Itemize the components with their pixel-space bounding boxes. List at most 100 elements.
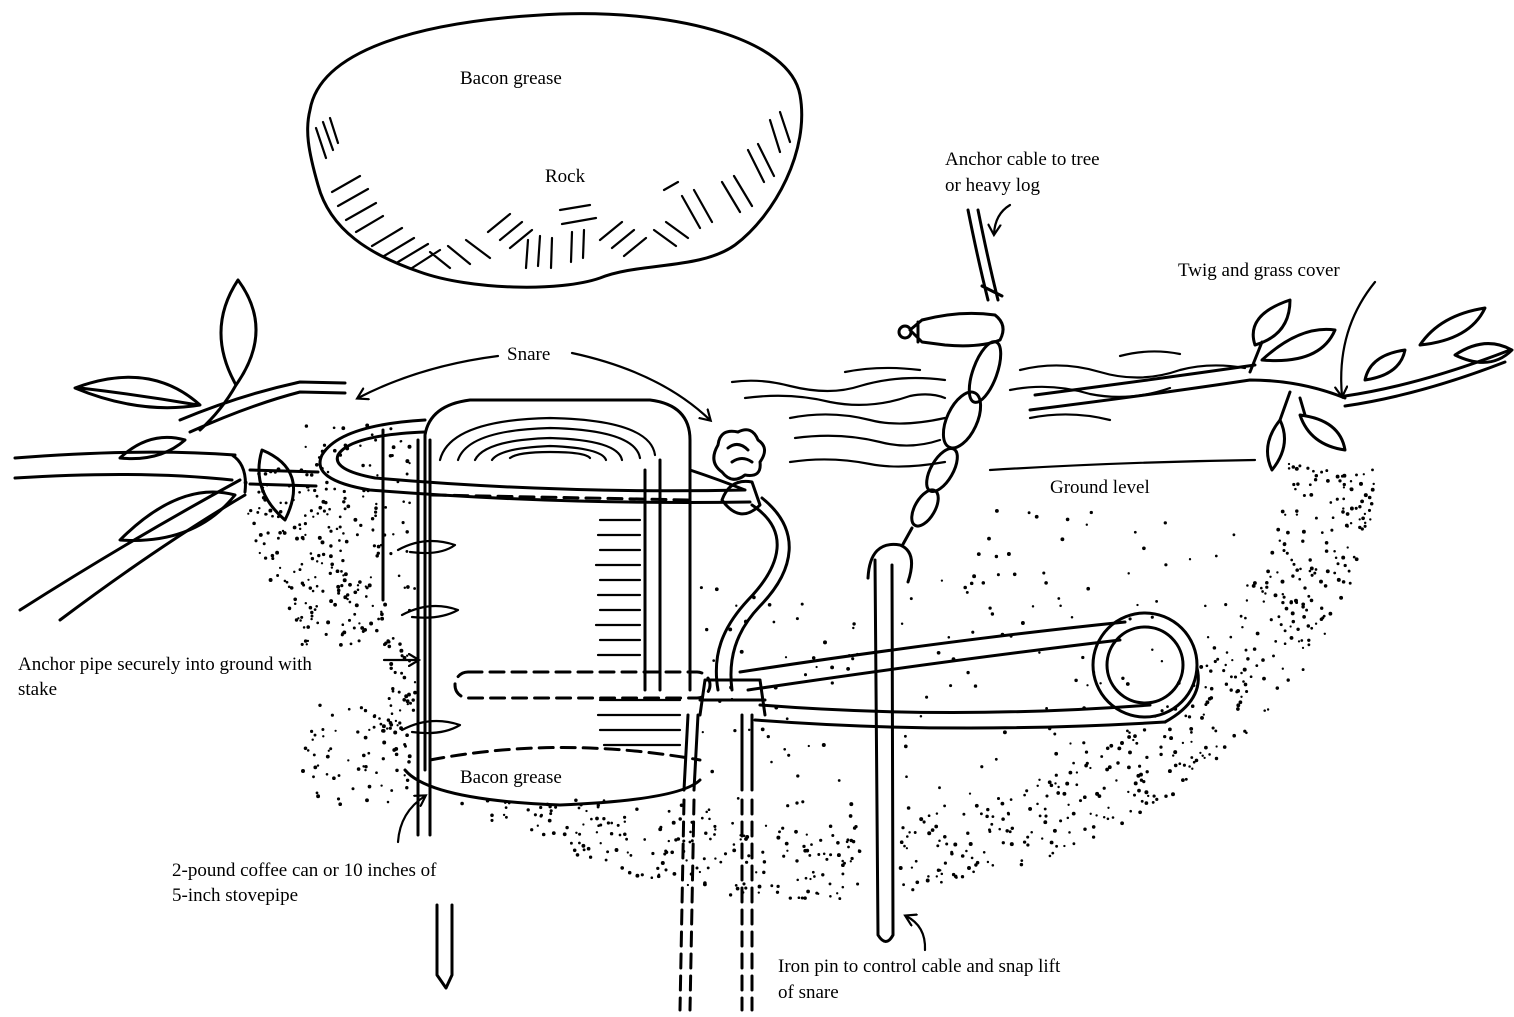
stipple-dot	[1074, 679, 1077, 682]
stipple-dot	[548, 819, 552, 823]
stipple-dot	[1224, 664, 1226, 666]
stipple-dot	[408, 501, 411, 504]
stipple-dot	[375, 771, 378, 774]
stipple-dot	[1307, 643, 1310, 646]
stipple-dot	[850, 860, 852, 862]
stipple-dot	[658, 827, 662, 831]
stipple-dot	[1299, 568, 1302, 571]
stipple-dot	[573, 849, 577, 853]
stipple-dot	[804, 673, 807, 676]
stipple-dot	[1222, 669, 1225, 672]
stipple-dot	[1204, 746, 1208, 750]
stipple-dot	[351, 787, 354, 790]
stipple-dot	[298, 523, 301, 526]
stipple-dot	[1303, 586, 1306, 589]
stipple-dot	[715, 587, 719, 591]
can-top-rings	[440, 418, 655, 460]
stipple-dot	[1109, 744, 1113, 748]
stipple-dot	[1295, 509, 1298, 512]
stipple-dot	[795, 859, 798, 862]
stipple-dot	[941, 579, 943, 581]
stipple-dot	[393, 731, 397, 735]
stipple-dot	[856, 882, 859, 885]
stipple-dot	[1072, 842, 1075, 845]
stipple-dot	[1057, 597, 1060, 600]
can-shading	[596, 520, 680, 745]
stipple-dot	[1115, 779, 1117, 781]
stipple-dot	[967, 866, 971, 870]
stipple-dot	[971, 631, 974, 634]
stipple-dot	[1042, 571, 1045, 574]
stipple-dot	[1191, 704, 1195, 708]
right-branch	[1030, 300, 1512, 470]
stipple-dot	[257, 491, 260, 494]
stipple-dot	[1129, 810, 1132, 813]
stipple-dot	[252, 522, 256, 526]
stipple-dot	[575, 832, 577, 834]
stipple-dot	[530, 828, 533, 831]
stipple-dot	[407, 693, 411, 697]
spring-trap	[680, 613, 1198, 1010]
stipple-dot	[758, 885, 762, 889]
stipple-dot	[643, 838, 646, 841]
stipple-dot	[1090, 813, 1092, 815]
stipple-dot	[1364, 493, 1368, 497]
stipple-dot	[841, 872, 844, 875]
stipple-dot	[713, 833, 716, 836]
stipple-dot	[382, 757, 385, 760]
stipple-dot	[325, 488, 328, 491]
stipple-dot	[333, 449, 337, 453]
stipple-dot	[371, 517, 374, 520]
stipple-dot	[1290, 636, 1294, 640]
stipple-dot	[1161, 660, 1163, 662]
stipple-dot	[328, 526, 331, 529]
stipple-dot	[943, 835, 947, 839]
stipple-dot	[271, 554, 275, 558]
stipple-dot	[1281, 510, 1285, 514]
stipple-dot	[309, 606, 313, 610]
stipple-dot	[1302, 668, 1305, 671]
stipple-dot	[364, 736, 368, 740]
stipple-dot	[378, 717, 381, 720]
stipple-dot	[413, 587, 416, 590]
left-branch	[15, 280, 345, 620]
stipple-dot	[306, 625, 310, 629]
stipple-dot	[1044, 815, 1047, 818]
stipple-dot	[398, 691, 401, 694]
stipple-dot	[969, 842, 973, 846]
stipple-dot	[736, 887, 740, 891]
stipple-dot	[343, 497, 346, 500]
stipple-dot	[1235, 690, 1238, 693]
stipple-dot	[563, 832, 567, 836]
stipple-dot	[1225, 683, 1228, 686]
stipple-dot	[341, 559, 344, 562]
stipple-dot	[1348, 570, 1351, 573]
stipple-dot	[365, 798, 369, 802]
stipple-dot	[1347, 546, 1349, 548]
stipple-dot	[1337, 578, 1341, 582]
stipple-dot	[395, 753, 399, 757]
stipple-dot	[846, 667, 850, 671]
stipple-dot	[668, 840, 670, 842]
stipple-dot	[306, 643, 308, 645]
stipple-dot	[370, 576, 372, 578]
stipple-dot	[1079, 799, 1082, 802]
stipple-dot	[735, 605, 737, 607]
stipple-dot	[387, 801, 390, 804]
stipple-dot	[846, 840, 849, 843]
stipple-dot	[672, 821, 676, 825]
stipple-dot	[307, 579, 309, 581]
stipple-dot	[1302, 530, 1306, 534]
stipple-dot	[1127, 735, 1131, 739]
chain-link-3	[920, 444, 963, 497]
stipple-dot	[1292, 563, 1295, 566]
stipple-dot	[1355, 507, 1358, 510]
stipple-dot	[264, 472, 268, 476]
stipple-dot	[977, 552, 981, 556]
stipple-dot	[403, 743, 406, 746]
stipple-dot	[851, 657, 854, 660]
stipple-dot	[1086, 684, 1088, 686]
stipple-dot	[1298, 578, 1301, 581]
stipple-dot	[332, 776, 336, 780]
label-coffee-can-2: 5-inch stovepipe	[172, 885, 298, 906]
